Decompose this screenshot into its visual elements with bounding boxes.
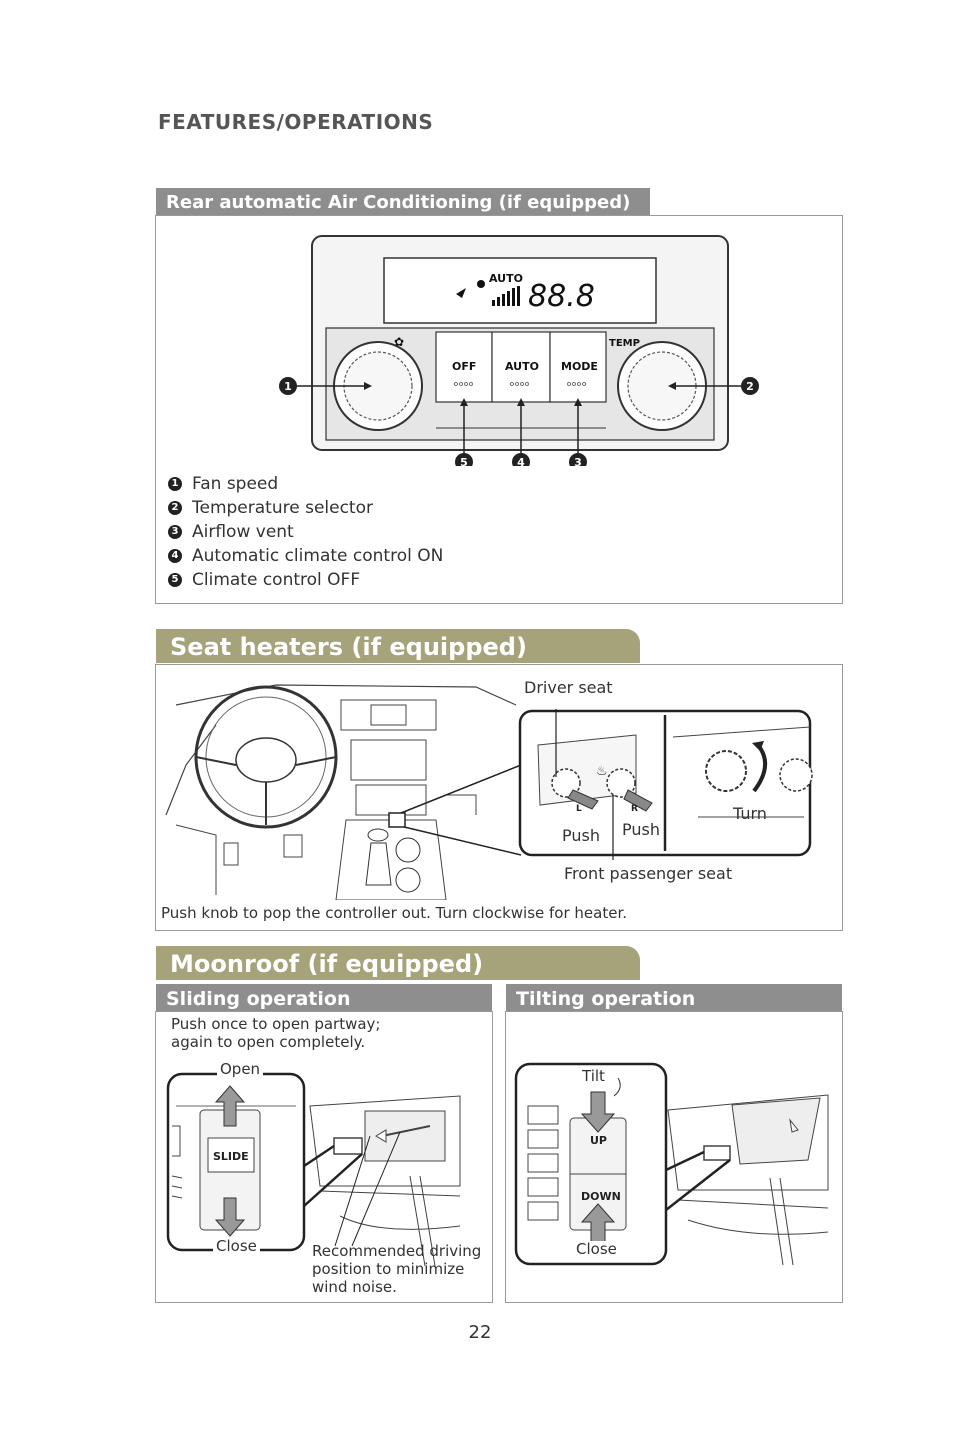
legend-text-2: Temperature selector bbox=[192, 498, 373, 518]
legend-row-2: 2 Temperature selector bbox=[168, 497, 373, 519]
fan-speed-knob[interactable] bbox=[333, 341, 423, 431]
display-auto-label: AUTO bbox=[489, 272, 523, 285]
legend-row-4: 4 Automatic climate control ON bbox=[168, 545, 443, 567]
tilt-label: Tilt bbox=[579, 1068, 608, 1085]
temperature-knob[interactable] bbox=[617, 341, 707, 431]
fan-small-icon: ✿ bbox=[394, 335, 404, 349]
off-button[interactable] bbox=[435, 331, 493, 403]
auto-button[interactable] bbox=[491, 331, 551, 403]
legend-badge-1: 1 bbox=[168, 477, 182, 491]
legend-badge-3: 3 bbox=[168, 525, 182, 539]
callout-1: 1 bbox=[284, 380, 292, 393]
page-number: 22 bbox=[468, 1322, 492, 1343]
recommended-note-line3: wind noise. bbox=[312, 1278, 397, 1296]
turn-label: Turn bbox=[733, 804, 767, 823]
slide-button-label: SLIDE bbox=[213, 1150, 249, 1163]
page-header-title: FEATURES/OPERATIONS bbox=[158, 110, 434, 134]
up-button-label: UP bbox=[590, 1134, 607, 1147]
callout-2: 2 bbox=[746, 380, 754, 393]
recommended-note-line2: position to minimize bbox=[312, 1260, 465, 1278]
callout-4: 4 bbox=[517, 456, 525, 466]
sliding-instruction-line1: Push once to open partway; bbox=[171, 1015, 381, 1033]
rotating-seat-knob[interactable] bbox=[705, 750, 747, 792]
auto-button-label: AUTO bbox=[505, 360, 539, 373]
dashboard-illustration bbox=[165, 684, 522, 900]
close-label-sliding: Close bbox=[213, 1238, 260, 1255]
fan-level-bars-icon bbox=[492, 286, 520, 306]
push-right-label: Push bbox=[622, 820, 660, 839]
fan-icon bbox=[456, 280, 485, 298]
display-temperature-value: 88.8 bbox=[528, 279, 595, 314]
callout-5: 5 bbox=[460, 456, 468, 466]
close-label-tilting: Close bbox=[573, 1241, 620, 1258]
seat-section-title: Seat heaters (if equipped) bbox=[156, 629, 640, 663]
knob-l-label: L bbox=[576, 804, 582, 814]
legend-badge-4: 4 bbox=[168, 549, 182, 563]
sliding-illustration: SLIDE bbox=[166, 1072, 461, 1266]
legend-text-5: Climate control OFF bbox=[192, 570, 361, 590]
open-label: Open bbox=[217, 1061, 264, 1078]
legend-text-3: Airflow vent bbox=[192, 522, 294, 542]
legend-text-4: Automatic climate control ON bbox=[192, 546, 444, 566]
knob-r-label: R bbox=[631, 804, 638, 814]
legend-row-5: 5 Climate control OFF bbox=[168, 569, 360, 591]
seat-heat-icon: ♨ bbox=[596, 764, 608, 779]
temp-label: TEMP bbox=[609, 338, 640, 349]
open-arrow-icon bbox=[214, 1085, 246, 1127]
legend-row-1: 1 Fan speed bbox=[168, 473, 278, 495]
seat-heater-closeup: ♨ L R bbox=[518, 709, 813, 860]
off-button-label: OFF bbox=[452, 360, 476, 373]
legend-text-1: Fan speed bbox=[192, 474, 279, 494]
moonroof-section-title: Moonroof (if equipped) bbox=[156, 946, 640, 980]
driver-seat-label: Driver seat bbox=[524, 678, 613, 697]
steering-wheel-icon bbox=[194, 685, 338, 829]
mode-button-label: MODE bbox=[561, 360, 598, 373]
tilting-subtitle: Tilting operation bbox=[506, 984, 842, 1012]
recommended-note-line1: Recommended driving bbox=[312, 1242, 482, 1260]
gear-shifter-icon bbox=[365, 828, 392, 886]
legend-badge-5: 5 bbox=[168, 573, 182, 587]
down-button-label: DOWN bbox=[581, 1190, 621, 1203]
sliding-subtitle: Sliding operation bbox=[156, 984, 492, 1012]
legend-row-3: 3 Airflow vent bbox=[168, 521, 294, 543]
sliding-instruction-line2: again to open completely. bbox=[171, 1033, 366, 1051]
front-passenger-seat-label: Front passenger seat bbox=[564, 864, 733, 883]
seat-caption: Push knob to pop the controller out. Tur… bbox=[161, 904, 627, 922]
push-left-label: Push bbox=[562, 826, 600, 845]
callout-3: 3 bbox=[574, 456, 582, 466]
close-arrow-icon bbox=[214, 1197, 246, 1237]
tilt-arrow-icon bbox=[580, 1091, 616, 1133]
mode-button[interactable] bbox=[549, 331, 607, 403]
tilting-illustration: UP DOWN bbox=[514, 1062, 829, 1266]
ac-control-illustration: AUTO 88.8 OFF AUTO MODE TEMP ✿ 1 2 bbox=[279, 235, 759, 466]
legend-badge-2: 2 bbox=[168, 501, 182, 515]
ac-section-title: Rear automatic Air Conditioning (if equi… bbox=[156, 188, 650, 216]
